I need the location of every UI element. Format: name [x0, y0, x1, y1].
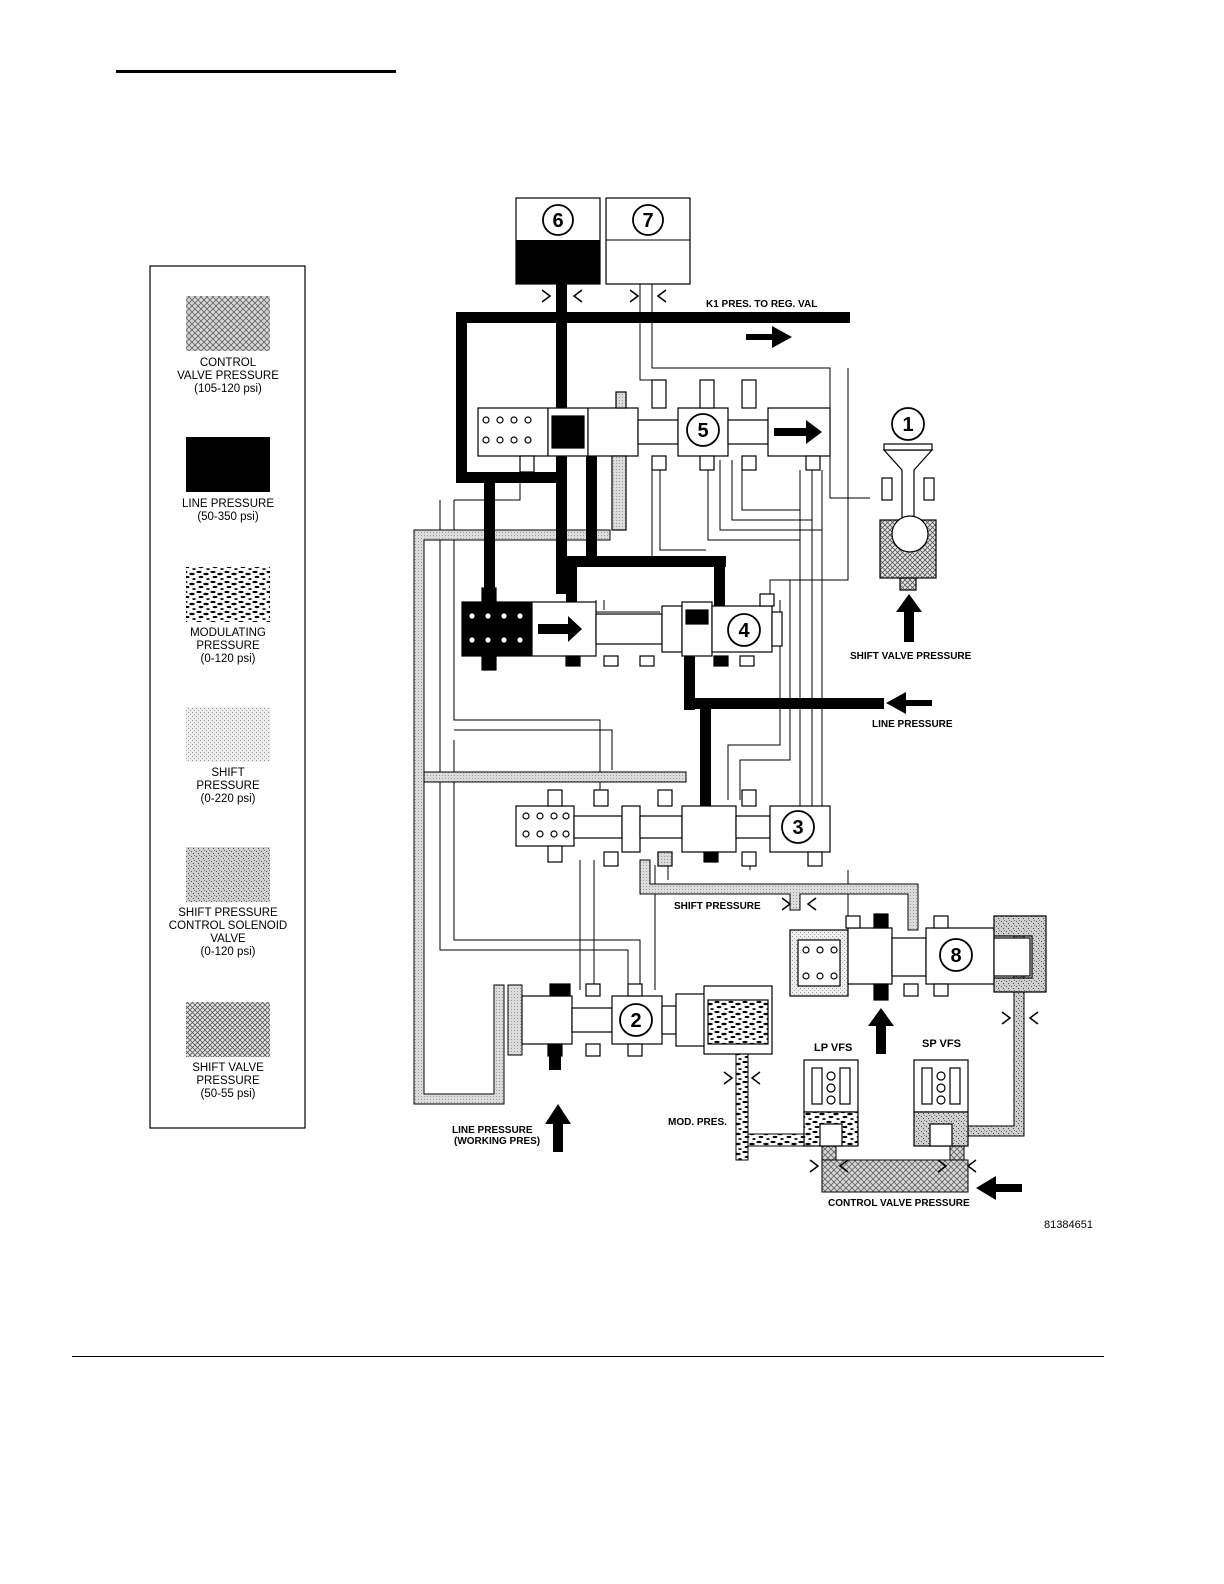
legend-item-1-line-3: (105-120 psi): [194, 383, 262, 395]
callout-7: [632, 204, 664, 236]
callout-6: [542, 204, 574, 236]
callout-4-label: 4: [738, 620, 750, 642]
k1-arrow: [746, 326, 792, 348]
header-rule: [116, 70, 396, 73]
callout-3: [781, 810, 815, 844]
legend-box: [149, 265, 306, 1129]
legend-item-5-line-3: VALVE: [210, 933, 246, 945]
label-lp-vfs: LP VFS: [814, 1042, 852, 1054]
callout-6-label: 6: [552, 210, 563, 232]
legend-swatch-shift-solenoid: [186, 847, 270, 902]
control-valve-arrow: [976, 1176, 1022, 1200]
legend-item-6-line-1: SHIFT VALVE: [192, 1062, 264, 1074]
legend-item-3-line-3: (0-120 psi): [201, 653, 256, 665]
legend-item-6-line-2: PRESSURE: [196, 1075, 260, 1087]
footer-rule: [72, 1356, 1104, 1357]
callouts: [542, 204, 973, 1037]
pressure-boxes: [515, 197, 691, 285]
callout-2-label: 2: [630, 1010, 641, 1032]
callout-5: [686, 413, 720, 447]
legend-item-1-line-2: VALVE PRESSURE: [177, 370, 279, 382]
legend-swatch-shift-valve-pressure: [186, 1002, 270, 1057]
callout-3-label: 3: [792, 817, 803, 839]
legend-swatch-line-pressure: [186, 437, 270, 492]
label-k1-pressure: K1 PRES. TO REG. VAL: [706, 299, 817, 310]
valve-4-arrow: [538, 616, 582, 642]
vfs-solenoids: [803, 1059, 969, 1147]
valve-5-arrow: [774, 420, 822, 444]
callout-8: [939, 938, 973, 972]
valve-4: [461, 587, 783, 671]
line-pressure-arrow: [886, 692, 932, 714]
callout-1-label: 1: [902, 414, 913, 436]
label-control-valve-pressure: CONTROL VALVE PRESSURE: [828, 1198, 970, 1209]
callout-5-label: 5: [697, 420, 708, 442]
label-line-pressure-right: LINE PRESSURE: [872, 719, 953, 730]
legend-labels: CONTROL VALVE PRESSURE (105-120 psi) LIN…: [169, 357, 287, 1100]
legend-item-4-line-3: (0-220 psi): [201, 793, 256, 805]
solenoid-arrow: [868, 1008, 894, 1054]
legend-item-4-line-2: PRESSURE: [196, 780, 260, 792]
legend-item-4-line-1: SHIFT: [211, 767, 244, 779]
label-shift-pressure: SHIFT PRESSURE: [674, 901, 761, 912]
callout-4: [727, 613, 761, 647]
label-sp-vfs: SP VFS: [922, 1038, 961, 1050]
legend-swatch-modulating-pressure: [186, 567, 270, 622]
orifice-markers: [541, 289, 1039, 1173]
legend-item-5-line-1: SHIFT PRESSURE: [178, 907, 278, 919]
callout-8-label: 8: [950, 945, 961, 967]
label-line-pressure-working-1: LINE PRESSURE: [452, 1125, 533, 1136]
label-mod-pres: MOD. PRES.: [668, 1117, 727, 1128]
legend-item-3-line-2: PRESSURE: [196, 640, 260, 652]
legend-item-3-line-1: MODULATING: [190, 627, 266, 639]
legend-item-5-line-4: (0-120 psi): [201, 946, 256, 958]
control-pressure-channels: [735, 1051, 969, 1193]
legend-item-6-line-3: (50-55 psi): [201, 1088, 256, 1100]
label-shift-valve-pressure: SHIFT VALVE PRESSURE: [850, 651, 972, 662]
valve-3: [515, 789, 831, 867]
diagram-labels: K1 PRES. TO REG. VAL SHIFT VALVE PRESSUR…: [452, 299, 1093, 1231]
figure-id: 81384651: [1044, 1219, 1093, 1231]
valve-8: [789, 913, 1047, 1001]
callout-numbers: 6 7 5 4 3 2 8 1: [552, 210, 961, 1032]
legend-item-1-line-1: CONTROL: [200, 357, 257, 369]
callout-2: [619, 1003, 653, 1037]
legend-item-2-line-1: LINE PRESSURE: [182, 498, 274, 510]
flow-arrows: [545, 326, 1022, 1200]
label-line-pressure-working-2: (WORKING PRES): [454, 1136, 540, 1147]
working-pressure-arrow: [545, 1104, 571, 1152]
legend-item-5-line-2: CONTROL SOLENOID: [169, 920, 287, 932]
callout-7-label: 7: [642, 210, 653, 232]
shift-valve-arrow: [896, 594, 922, 642]
legend-swatch-shift-pressure: [186, 707, 270, 762]
valve-1: [879, 443, 937, 591]
legend-item-2-line-2: (50-350 psi): [197, 511, 259, 523]
valve-5: [477, 379, 831, 531]
callout-1: [891, 407, 925, 441]
legend-swatch-control-valve-pressure: [186, 296, 270, 351]
